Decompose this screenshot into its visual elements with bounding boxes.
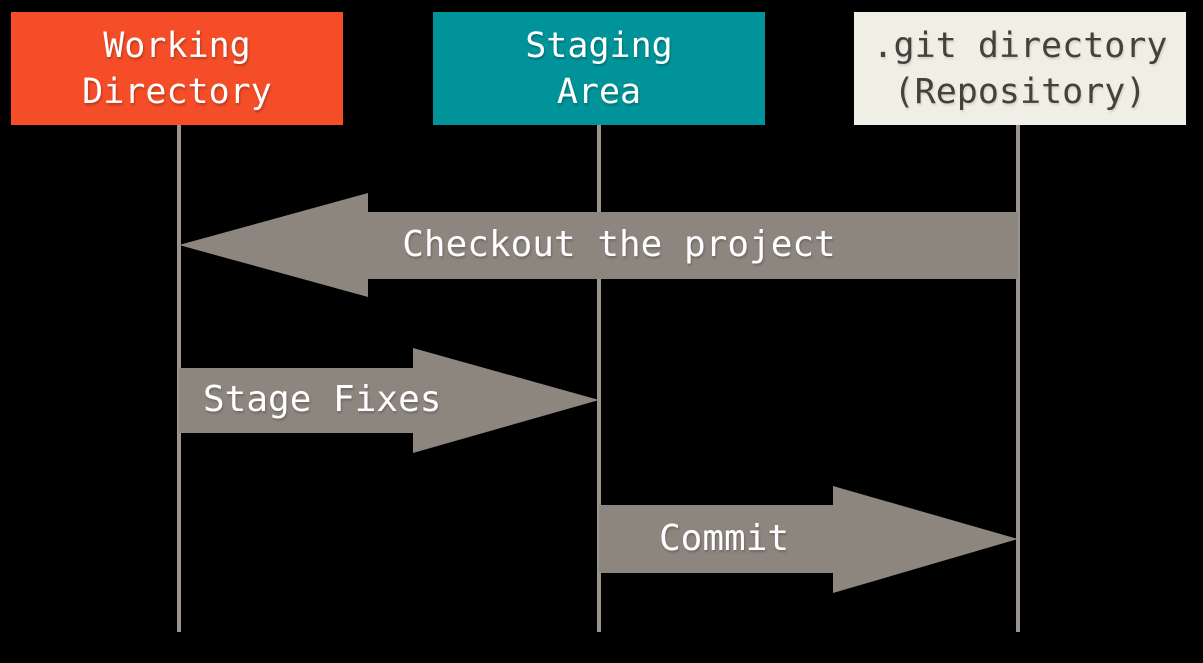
column-label-line: (Repository)	[893, 71, 1147, 112]
arrow-label-checkout: Checkout the project	[402, 224, 836, 265]
arrow-stage-fixes: Stage Fixes	[179, 348, 599, 453]
lifeline-git-directory	[1016, 125, 1020, 632]
column-label-line: Area	[556, 71, 642, 112]
column-header-git-directory: .git directory (Repository)	[854, 12, 1186, 125]
right-arrow-shape	[179, 348, 599, 453]
arrow-polygon	[179, 193, 1018, 297]
left-arrow-shape	[179, 193, 1018, 297]
column-label-line: Directory	[82, 71, 272, 112]
arrow-checkout: Checkout the project	[179, 193, 1018, 297]
column-label-line: Working	[103, 25, 251, 66]
arrow-label-commit: Commit	[659, 518, 790, 559]
column-header-working-directory: Working Directory	[11, 12, 343, 125]
column-label-line: .git directory	[872, 25, 1168, 66]
column-header-staging-area: Staging Area	[433, 12, 765, 125]
column-label-line: Staging	[525, 25, 673, 66]
arrow-label-stage-fixes: Stage Fixes	[203, 379, 442, 420]
arrow-commit: Commit	[599, 486, 1018, 593]
arrow-polygon	[179, 348, 599, 453]
lifeline-staging-area	[597, 125, 601, 632]
arrow-polygon	[599, 486, 1018, 593]
right-arrow-shape	[599, 486, 1018, 593]
